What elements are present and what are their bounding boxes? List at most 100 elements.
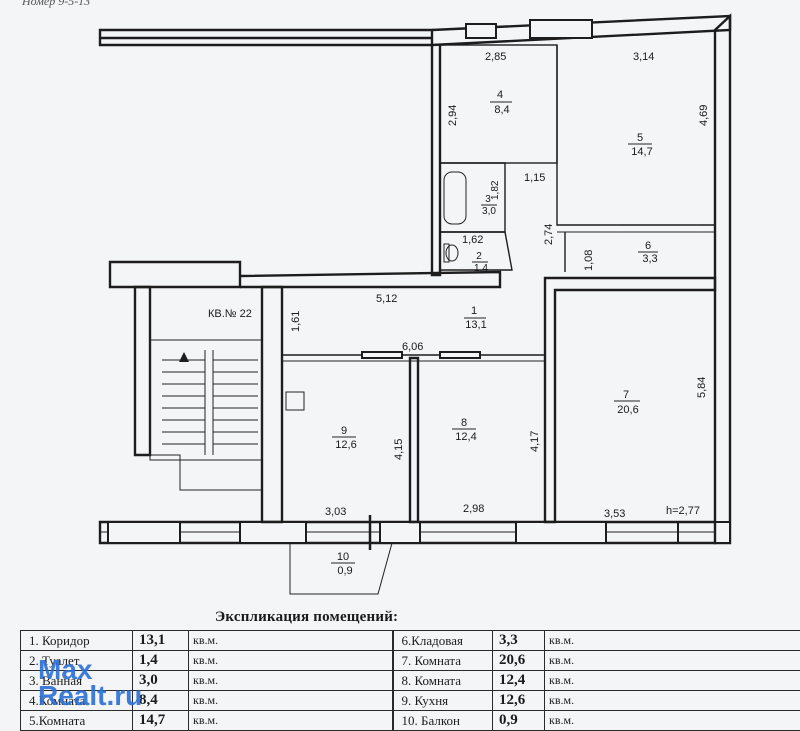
dim-1-15: 1,15: [524, 172, 545, 184]
room-area: 12,6: [492, 690, 545, 711]
area-unit: кв.м.: [544, 670, 800, 691]
svg-text:1: 1: [471, 305, 477, 317]
stair-wall-left: [133, 285, 152, 457]
room-label-3: 3 3,0: [481, 194, 497, 217]
svg-text:10: 10: [337, 551, 349, 563]
svg-text:3,3: 3,3: [642, 253, 657, 265]
area-unit: кв.м.: [188, 670, 394, 691]
svg-text:12,6: 12,6: [335, 439, 356, 451]
room5-walls: [556, 45, 715, 226]
toilet-bowl-icon: [445, 244, 459, 262]
dim-4-69: 4,69: [698, 105, 710, 126]
table-row: 3. Ванная 3,0 кв.м. 8. Комната 12,4 кв.м…: [20, 670, 800, 691]
room-label-2: 2 1,4: [472, 251, 488, 274]
area-unit: кв.м.: [188, 630, 394, 651]
room-area: 0,9: [492, 710, 545, 731]
watermark-logo: Max Realt.ru: [38, 654, 143, 711]
room-name: 9. Кухня: [392, 690, 493, 711]
area-unit: кв.м.: [544, 630, 800, 651]
window-top-2: [529, 19, 593, 39]
wall-corridor-top: [108, 260, 242, 289]
watermark-line1: Max: [38, 654, 93, 685]
wall-left-upper: [430, 45, 442, 277]
sink-icon: [285, 391, 305, 411]
watermark-line2: Realt.ru: [38, 680, 143, 711]
table-row: 1. Коридор 13,1 кв.м. 6.Кладовая 3,3 кв.…: [20, 630, 800, 651]
table-row: 2. Туалет 1,4 кв.м. 7. Комната 20,6 кв.м…: [20, 650, 800, 671]
door-room8: [361, 351, 403, 359]
dim-2-85: 2,85: [485, 51, 506, 63]
wall-right: [713, 13, 732, 545]
room-label-6: 6 3,3: [638, 240, 658, 265]
room-area: 14,7: [132, 710, 189, 731]
floor-plan: 2,85 3,14 2,94 4,69 1,82 1,15 2,74 1,62 …: [98, 13, 732, 595]
svg-text:6: 6: [645, 240, 651, 252]
ceiling-height: h=2,77: [666, 505, 700, 517]
dim-5-84: 5,84: [696, 377, 708, 398]
area-unit: кв.м.: [188, 710, 394, 731]
area-unit: кв.м.: [544, 710, 800, 731]
dim-1-82: 1,82: [490, 180, 501, 200]
window-kitchen: [239, 521, 307, 544]
room-area: 3,3: [492, 630, 545, 651]
window-top-1: [465, 23, 497, 39]
dim-3-14: 3,14: [633, 51, 654, 63]
svg-text:8,4: 8,4: [494, 104, 509, 116]
room-name: 1. Коридор: [20, 630, 133, 651]
svg-text:8: 8: [461, 417, 467, 429]
room-label-5: 5 14,7: [628, 132, 653, 158]
svg-text:20,6: 20,6: [617, 404, 638, 416]
bathtub-icon: [443, 171, 467, 225]
explication-table: 1. Коридор 13,1 кв.м. 6.Кладовая 3,3 кв.…: [20, 630, 800, 731]
room-area: 20,6: [492, 650, 545, 671]
area-unit: кв.м.: [188, 650, 394, 671]
dim-1-62: 1,62: [462, 234, 483, 246]
svg-text:0,9: 0,9: [337, 565, 352, 577]
window-room8: [379, 521, 421, 544]
room-area: 12,4: [492, 670, 545, 691]
svg-text:1,4: 1,4: [474, 263, 488, 274]
dim-2-98: 2,98: [463, 503, 484, 515]
wall-room9-room8: [408, 356, 420, 524]
svg-text:14,7: 14,7: [631, 146, 652, 158]
svg-text:3: 3: [485, 194, 491, 205]
svg-text:2: 2: [476, 251, 482, 262]
explication-title: Экспликация помещений:: [215, 609, 399, 625]
stair-wall-right: [260, 285, 284, 524]
svg-text:12,4: 12,4: [455, 431, 476, 443]
dim-2-94: 2,94: [447, 105, 459, 126]
room-label-4: 4 8,4: [490, 89, 512, 116]
room-name: 7. Комната: [392, 650, 493, 671]
room-label-9: 9 12,6: [332, 425, 357, 451]
svg-text:7: 7: [623, 389, 629, 401]
stair-steps: [162, 350, 258, 455]
room-name: 5.Комната: [20, 710, 133, 731]
svg-text:4: 4: [497, 89, 503, 101]
apartment-label: КВ.№ 22: [208, 308, 252, 320]
staircase: [149, 339, 263, 461]
wall-corridor-top-2: [239, 270, 502, 289]
room-name: 6.Кладовая: [392, 630, 493, 651]
dim-2-74: 2,74: [543, 224, 555, 245]
room-label-8: 8 12,4: [452, 417, 477, 443]
svg-text:9: 9: [341, 425, 347, 437]
dim-5-12: 5,12: [376, 293, 397, 305]
area-unit: кв.м.: [544, 650, 800, 671]
table-row: 4.Комната 8,4 кв.м. 9. Кухня 12,6 кв.м.: [20, 690, 800, 711]
room-label-1: 1 13,1: [464, 305, 487, 331]
dim-4-17: 4,17: [529, 431, 541, 452]
table-row: 5.Комната 14,7 кв.м. 10. Балкон 0,9 кв.м…: [20, 710, 800, 731]
window-bottom-stair: [107, 521, 181, 544]
dim-3-53: 3,53: [604, 508, 625, 520]
dim-4-15: 4,15: [393, 439, 405, 460]
svg-text:13,1: 13,1: [465, 319, 486, 331]
wall-bottom: [98, 520, 717, 545]
stair-arrow-icon: [179, 352, 189, 362]
header-scrap-text: Номер 9-5-13: [22, 0, 91, 8]
area-unit: кв.м.: [544, 690, 800, 711]
room-label-10: 10 0,9: [331, 551, 355, 577]
room-label-7: 7 20,6: [614, 389, 640, 416]
room-name: 10. Балкон: [392, 710, 493, 731]
room-name: 8. Комната: [392, 670, 493, 691]
svg-text:3,0: 3,0: [482, 206, 496, 217]
